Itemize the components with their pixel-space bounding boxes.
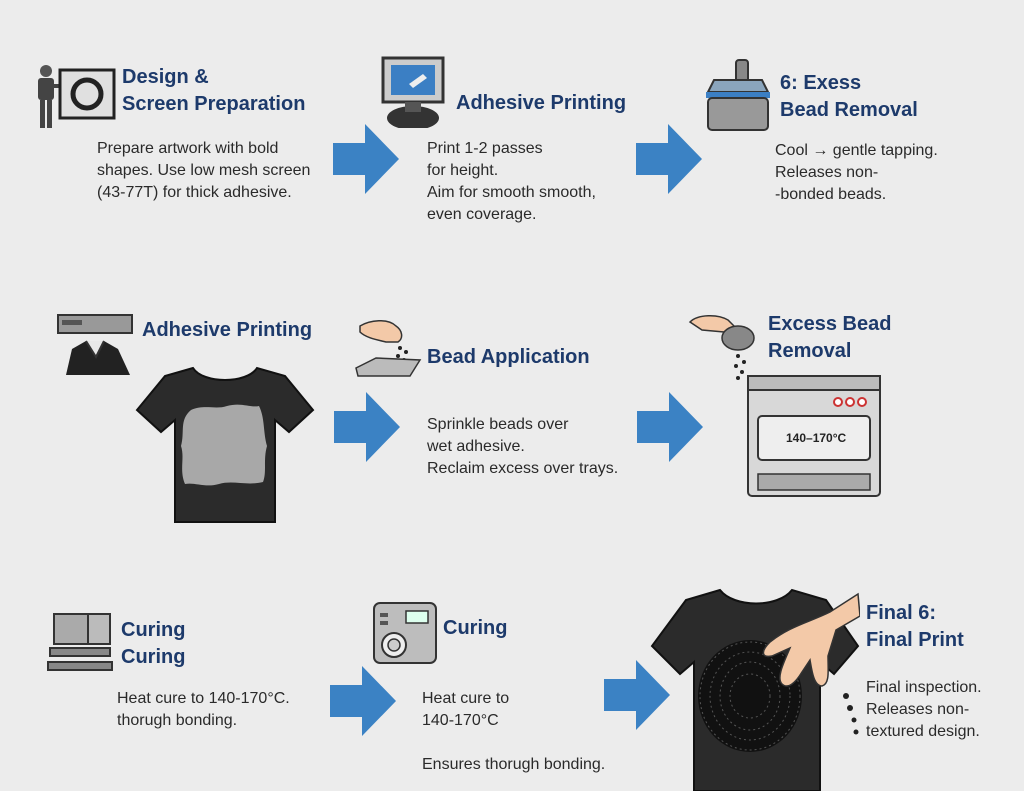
step-3-desc: Cool → gentle tapping. Releases non- -bo… xyxy=(775,142,938,203)
monitor-print-icon xyxy=(381,56,451,128)
step-7-desc: Heat cure to 140-170°C. thorugh bonding. xyxy=(117,690,290,729)
heat-press-icon xyxy=(46,612,114,672)
dryer-machine-icon xyxy=(372,601,438,665)
step-5-title: Bead Application xyxy=(427,346,590,368)
step-2-title: Adhesive Printing xyxy=(456,92,627,114)
arrow-icon xyxy=(636,124,702,194)
sprinkle-hand-icon xyxy=(352,318,422,380)
shaker-hand-icon xyxy=(688,308,760,388)
press-machine-icon xyxy=(704,58,772,134)
step-9-desc: Final inspection. Releases non- textured… xyxy=(866,679,982,740)
print-head-shirt-icon xyxy=(56,313,138,375)
step-9-title: Final 6: Final Print xyxy=(866,602,964,651)
arrow-icon xyxy=(604,660,670,730)
oven-icon xyxy=(746,374,882,502)
step-4-title: Adhesive Printing xyxy=(142,319,313,341)
oven-temperature-label: 140–170°C xyxy=(786,431,847,445)
bead-dots-icon xyxy=(840,692,860,736)
step-1-title: Design & Screen Preparation xyxy=(122,66,306,115)
arrow-icon xyxy=(334,392,400,462)
step-1-desc: Prepare artwork with bold shapes. Use lo… xyxy=(97,140,311,201)
arrow-icon xyxy=(333,124,399,194)
final-shirt-icon xyxy=(650,586,860,791)
arrow-icon xyxy=(330,666,396,736)
step-6-title: Excess Bead Removal xyxy=(768,313,892,362)
step-2-desc: Print 1-2 passes for height. Aim for smo… xyxy=(427,140,596,223)
step-3-title: 6: Exess Bead Removal xyxy=(780,72,918,121)
step-8-title: Curing xyxy=(443,617,508,639)
step-8-desc: Heat cure to 140-170°C Ensures thorugh b… xyxy=(422,690,606,773)
step-5-desc: Sprinkle beads over wet adhesive. Reclai… xyxy=(427,416,619,477)
shirt-with-adhesive-image xyxy=(135,362,315,524)
screen-frame-worker-icon xyxy=(34,62,116,134)
step-7-title: Curing Curing xyxy=(121,619,186,668)
arrow-icon xyxy=(637,392,703,462)
